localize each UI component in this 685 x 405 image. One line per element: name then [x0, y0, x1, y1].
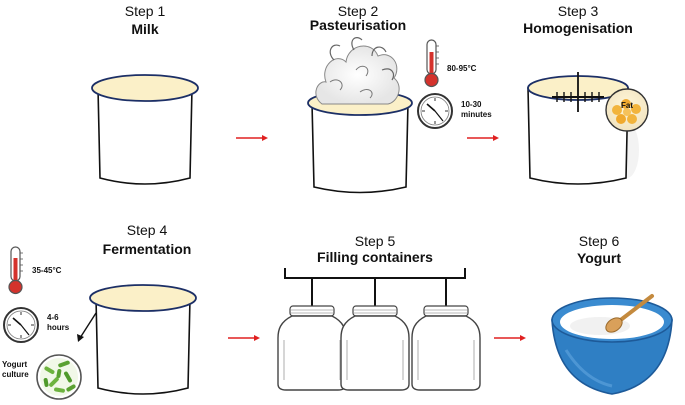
arrow-2-to-3 [467, 135, 499, 141]
pasteurisation-temperature: 80-95°C [447, 64, 477, 73]
clock-icon [3, 307, 39, 343]
step-1-title: Milk [131, 21, 159, 37]
homogeniser-icon [552, 72, 604, 112]
jar-1 [277, 305, 347, 391]
step-5-title: Filling containers [317, 249, 433, 265]
pot-fermentation [89, 284, 197, 395]
step-2-label: Step 2 [337, 3, 379, 19]
arrow-4-to-5 [228, 335, 260, 341]
pot-pasteurisation [307, 90, 413, 194]
step-6-title: Yogurt [576, 250, 622, 266]
step-3-title: Homogenisation [523, 20, 633, 36]
step-2-title: Pasteurisation [309, 17, 407, 33]
step-1-label: Step 1 [124, 3, 166, 19]
fermentation-temperature: 35-45°C [32, 266, 62, 275]
step-5-label: Step 5 [354, 233, 396, 249]
jar-2 [340, 305, 410, 391]
thermometer-icon [424, 39, 439, 88]
yogurt-culture-label: Yogurt culture [2, 360, 29, 379]
fat-globule-icon [605, 88, 649, 132]
pot-milk [91, 74, 199, 185]
culture-arrow [77, 312, 97, 342]
fat-label: Fat [621, 101, 633, 110]
step-3-label: Step 3 [557, 3, 599, 19]
step-4-label: Step 4 [126, 222, 168, 238]
clock-icon [417, 93, 453, 129]
arrow-5-to-6 [494, 335, 526, 341]
arrow-1-to-2 [236, 135, 268, 141]
step-4-title: Fermentation [102, 241, 192, 257]
pasteurisation-time: 10-30 minutes [461, 100, 492, 119]
yogurt-culture-icon [36, 354, 82, 400]
spoon-icon [605, 294, 654, 333]
steam-icon [315, 37, 400, 105]
milk-surface [91, 74, 199, 102]
thermometer-icon [8, 246, 23, 295]
pot-homogenisation [527, 75, 639, 185]
fermentation-time: 4-6 hours [47, 313, 70, 332]
jar-3 [411, 305, 481, 391]
yogurt-bowl [551, 297, 673, 395]
step-6-label: Step 6 [578, 233, 620, 249]
